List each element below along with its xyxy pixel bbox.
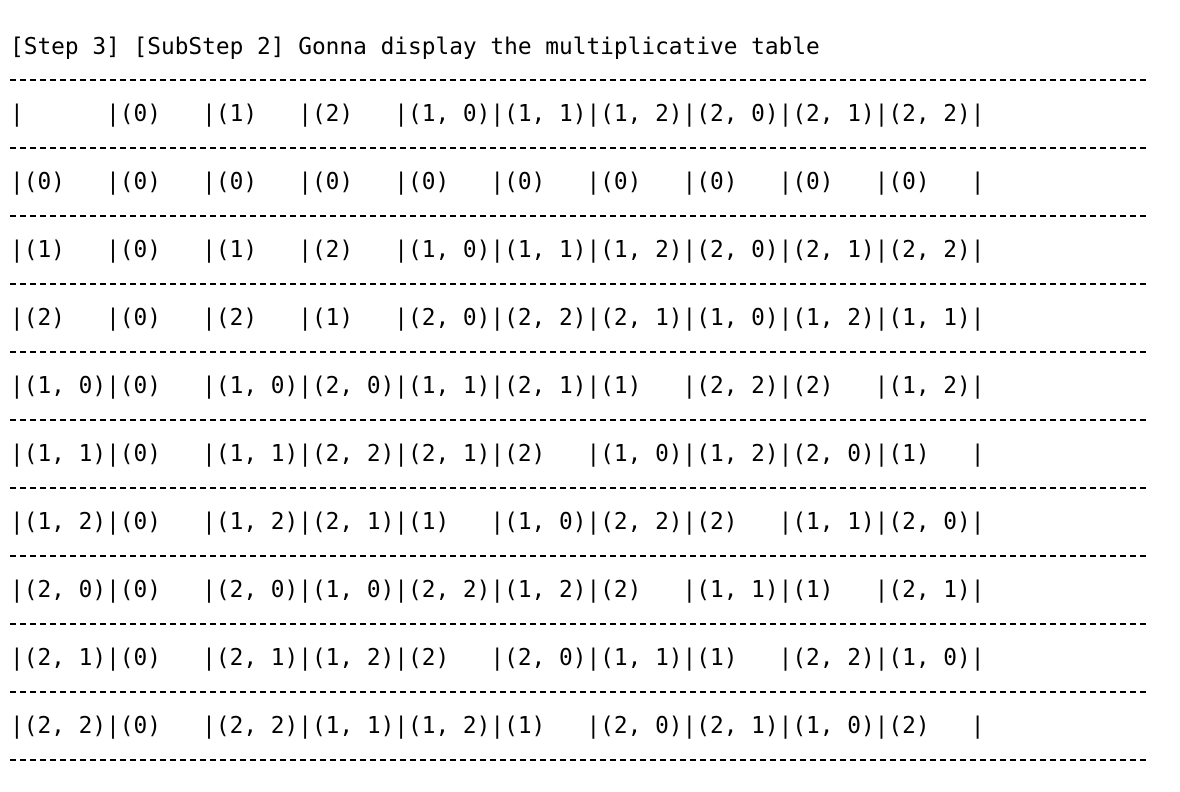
table-row-2-2: |(2, 2)|(0) |(2, 2)|(1, 1)|(1, 2)|(1) |(… — [10, 713, 985, 739]
table-divider — [10, 283, 1146, 285]
table-row-1-2: |(1, 2)|(0) |(1, 2)|(2, 1)|(1) |(1, 0)|(… — [10, 509, 985, 535]
table-divider — [10, 419, 1146, 421]
table-row-1-0: |(1, 0)|(0) |(1, 0)|(2, 0)|(1, 1)|(2, 1)… — [10, 373, 985, 399]
table-divider — [10, 79, 1146, 81]
table-divider — [10, 487, 1146, 489]
table-row-1-1: |(1, 1)|(0) |(1, 1)|(2, 2)|(2, 1)|(2) |(… — [10, 441, 985, 467]
table-row-1: |(1) |(0) |(1) |(2) |(1, 0)|(1, 1)|(1, 2… — [10, 237, 985, 263]
table-row-2: |(2) |(0) |(2) |(1) |(2, 0)|(2, 2)|(2, 1… — [10, 305, 985, 331]
terminal-output: [Step 3] [SubStep 2] Gonna display the m… — [10, 0, 1170, 792]
table-row-2-1: |(2, 1)|(0) |(2, 1)|(1, 2)|(2) |(2, 0)|(… — [10, 645, 985, 671]
table-row-2-0: |(2, 0)|(0) |(2, 0)|(1, 0)|(2, 2)|(1, 2)… — [10, 577, 985, 603]
table-divider — [10, 759, 1146, 761]
table-divider — [10, 147, 1146, 149]
table-divider — [10, 555, 1146, 557]
table-row-0: |(0) |(0) |(0) |(0) |(0) |(0) |(0) |(0) … — [10, 169, 985, 195]
table-divider — [10, 215, 1146, 217]
table-header-row: | |(0) |(1) |(2) |(1, 0)|(1, 1)|(1, 2)|(… — [10, 101, 985, 127]
table-divider — [10, 623, 1146, 625]
step-header-line: [Step 3] [SubStep 2] Gonna display the m… — [10, 34, 820, 60]
table-divider — [10, 351, 1146, 353]
table-divider — [10, 691, 1146, 693]
